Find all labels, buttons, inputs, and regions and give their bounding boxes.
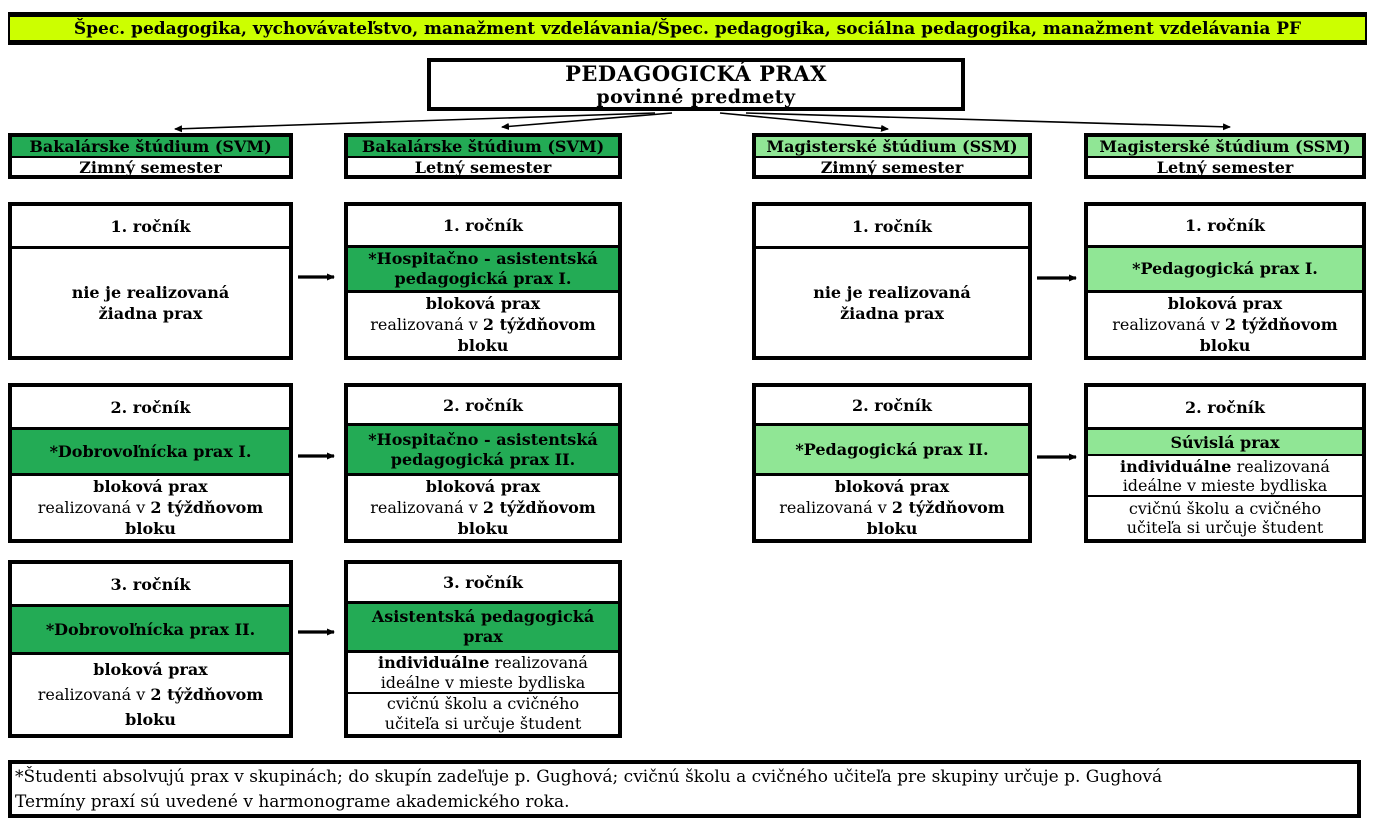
title-line1: PEDAGOGICKÁ PRAX	[565, 60, 827, 86]
block-practice-label: bloková prax	[1167, 294, 1283, 313]
block-practice-label: bloková prax	[93, 477, 208, 496]
box-bak-zimny-rocnik-2: 2. ročník *Dobrovoľnícka prax I. bloková…	[8, 383, 293, 543]
column-header-mag-zimny: Magisterské štúdium (SSM) Zimný semester	[752, 133, 1032, 179]
year-label: 2. ročník	[756, 387, 1028, 427]
individual-line: individuálne realizovaná ideálne v miest…	[1120, 456, 1330, 495]
banner-text: Špec. pedagogika, vychovávateľstvo, mana…	[73, 18, 1302, 39]
program-label: Magisterské štúdium (SSM)	[756, 137, 1028, 158]
box-mag-letny-rocnik-1: 1. ročník *Pedagogická prax I. bloková p…	[1084, 202, 1366, 360]
box-bak-letny-rocnik-2: 2. ročník *Hospitačno - asistentská peda…	[344, 383, 622, 543]
year-label: 3. ročník	[12, 564, 289, 607]
box-mag-zimny-rocnik-1: 1. ročník nie je realizovaná žiadna prax	[752, 202, 1032, 360]
no-practice-text: nie je realizovaná žiadna prax	[813, 282, 971, 323]
practice-mode: bloková prax realizovaná v 2 týždňovom b…	[348, 293, 618, 356]
no-practice-text: nie je realizovaná žiadna prax	[71, 282, 230, 323]
year-label: 2. ročník	[1088, 387, 1362, 430]
block-duration: realizovaná v 2 týždňovom bloku	[779, 498, 1005, 538]
program-label: Magisterské štúdium (SSM)	[1088, 137, 1362, 158]
practice-mode: bloková prax realizovaná v 2 týždňovom b…	[348, 476, 618, 539]
year-label: 1. ročník	[12, 206, 289, 249]
school-note: cvičnú školu a cvičného učiteľa si určuj…	[384, 694, 582, 733]
column-header-bak-letny: Bakalárske štúdium (SVM) Letný semester	[344, 133, 622, 179]
block-duration: realizovaná v 2 týždňovom bloku	[370, 315, 596, 355]
year-label: 2. ročník	[348, 387, 618, 427]
practice-name: *Dobrovoľnícka prax II.	[12, 607, 289, 655]
practice-name: *Pedagogická prax I.	[1088, 247, 1362, 293]
footnote-line2: Termíny praxí sú uvedené v harmonograme …	[15, 792, 570, 812]
box-bak-letny-rocnik-1: 1. ročník *Hospitačno - asistentská peda…	[344, 202, 622, 360]
block-practice-label: bloková prax	[425, 294, 541, 313]
box-bak-zimny-rocnik-1: 1. ročník nie je realizovaná žiadna prax	[8, 202, 293, 360]
practice-name: *Hospitačno - asistentská pedagogická pr…	[348, 247, 618, 293]
block-practice-label: bloková prax	[834, 477, 950, 496]
block-duration: realizovaná v 2 týždňovom bloku	[370, 498, 596, 538]
block-duration: realizovaná v 2 týždňovom bloku	[1112, 315, 1338, 355]
practice-name: *Pedagogická prax II.	[756, 426, 1028, 476]
block-duration: realizovaná v 2 týždňovom bloku	[37, 685, 264, 729]
box-mag-letny-rocnik-2: 2. ročník Súvislá prax individuálne real…	[1084, 383, 1366, 543]
box-bak-zimny-rocnik-3: 3. ročník *Dobrovoľnícka prax II. blokov…	[8, 560, 293, 738]
program-label: Bakalárske štúdium (SVM)	[12, 137, 289, 158]
individual-mode: individuálne realizovaná ideálne v miest…	[348, 653, 618, 694]
year-label: 1. ročník	[1088, 206, 1362, 248]
block-duration: realizovaná v 2 týždňovom bloku	[37, 498, 264, 538]
program-label: Bakalárske štúdium (SVM)	[348, 137, 618, 158]
banner: Špec. pedagogika, vychovávateľstvo, mana…	[8, 12, 1367, 45]
year-label: 3. ročník	[348, 564, 618, 604]
practice-mode: bloková prax realizovaná v 2 týždňovom b…	[12, 655, 289, 734]
practice-name: Súvislá prax	[1088, 430, 1362, 456]
footnote-line1: *Študenti absolvujú prax v skupinách; do…	[15, 767, 1163, 787]
box-mag-zimny-rocnik-2: 2. ročník *Pedagogická prax II. bloková …	[752, 383, 1032, 543]
individual-mode: individuálne realizovaná ideálne v miest…	[1088, 456, 1362, 497]
semester-label: Zimný semester	[820, 158, 964, 177]
practice-name: Asistentská pedagogická prax	[348, 603, 618, 653]
box-bak-letny-rocnik-3: 3. ročník Asistentská pedagogická prax i…	[344, 560, 622, 738]
semester-label: Letný semester	[1156, 158, 1294, 177]
year-label: 1. ročník	[756, 206, 1028, 249]
semester-label: Zimný semester	[79, 158, 222, 177]
block-practice-label: bloková prax	[425, 477, 541, 496]
practice-mode: bloková prax realizovaná v 2 týždňovom b…	[756, 476, 1028, 539]
title-line2: povinné predmety	[596, 85, 796, 108]
practice-mode: bloková prax realizovaná v 2 týždňovom b…	[12, 476, 289, 539]
block-practice-label: bloková prax	[93, 660, 208, 679]
year-label: 1. ročník	[348, 206, 618, 248]
school-note: cvičnú školu a cvičného učiteľa si určuj…	[1126, 499, 1324, 537]
year-label: 2. ročník	[12, 387, 289, 430]
practice-name: *Hospitačno - asistentská pedagogická pr…	[348, 426, 618, 476]
practice-mode: bloková prax realizovaná v 2 týždňovom b…	[1088, 293, 1362, 356]
title-box: PEDAGOGICKÁ PRAX povinné predmety	[427, 58, 965, 111]
footnote-box: *Študenti absolvujú prax v skupinách; do…	[8, 760, 1361, 818]
practice-name: *Dobrovoľnícka prax I.	[12, 430, 289, 476]
individual-line: individuálne realizovaná ideálne v miest…	[378, 652, 588, 692]
column-header-mag-letny: Magisterské štúdium (SSM) Letný semester	[1084, 133, 1366, 179]
column-header-bak-zimny: Bakalárske štúdium (SVM) Zimný semester	[8, 133, 293, 179]
semester-label: Letný semester	[414, 158, 552, 177]
